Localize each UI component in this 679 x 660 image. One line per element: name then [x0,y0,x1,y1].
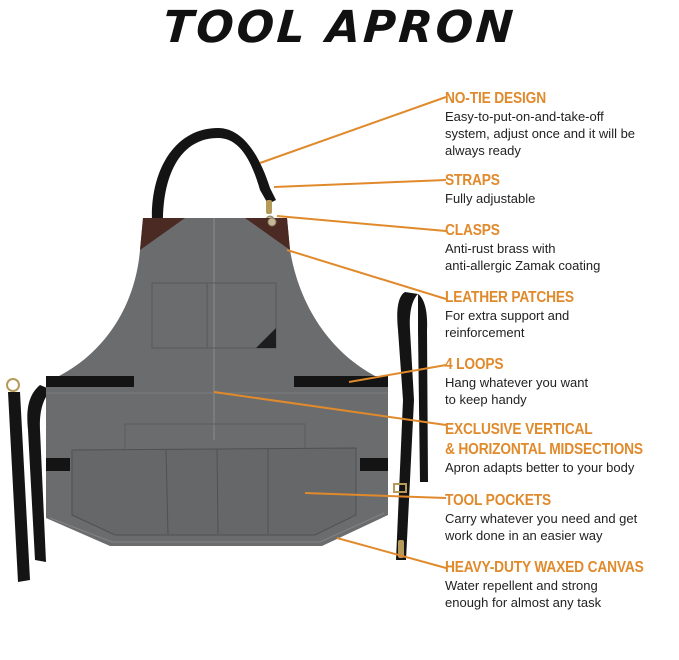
feature-heading: LEATHER PATCHES [445,289,574,306]
feature-desc: Easy-to-put-on-and-take-off system, adju… [445,109,636,158]
feature-desc: Water repellent and strong enough for al… [445,578,602,610]
feature-heading: 4 LOOPS [445,356,504,373]
feature-waxed-canvas: HEAVY-DUTY WAXED CANVAS Water repellent … [445,559,679,611]
feature-desc: Carry whatever you need and get work don… [445,511,638,543]
feature-heading: CLASPS [445,222,500,239]
feature-heading: & HORIZONTAL MIDSECTIONS [445,441,643,458]
feature-heading: STRAPS [445,172,500,189]
callout-line-loops [348,364,447,383]
callout-line-clasps [276,215,447,232]
feature-desc: Apron adapts better to your body [445,460,635,475]
feature-heading: TOOL POCKETS [445,492,551,509]
callout-line-midsections [213,391,447,426]
callout-line-pockets [304,492,447,499]
callout-line-canvas [336,537,447,569]
feature-straps: STRAPS Fully adjustable [445,172,679,207]
feature-4-loops: 4 LOOPS Hang whatever you want to keep h… [445,356,679,408]
apron-body [46,217,388,546]
feature-desc: Fully adjustable [445,191,536,206]
neck-strap [151,128,276,225]
feature-heading: HEAVY-DUTY WAXED CANVAS [445,559,644,576]
feature-tool-pockets: TOOL POCKETS Carry whatever you need and… [445,492,679,544]
feature-desc: Anti-rust brass with anti-allergic Zamak… [445,241,601,273]
callout-line-leather [286,249,447,300]
left-waist-strap [6,378,52,582]
callout-lines [213,96,447,569]
feature-heading: EXCLUSIVE VERTICAL [445,421,593,438]
callout-line-straps [273,179,447,188]
right-waist-strap [393,292,428,560]
callout-line-no-tie [259,96,447,164]
feature-midsections: EXCLUSIVE VERTICAL & HORIZONTAL MIDSECTI… [445,421,679,476]
feature-heading: NO-TIE DESIGN [445,90,546,107]
feature-desc: For extra support and reinforcement [445,308,570,340]
feature-leather-patches: LEATHER PATCHES For extra support and re… [445,289,679,341]
feature-no-tie-design: NO-TIE DESIGN Easy-to-put-on-and-take-of… [445,90,679,159]
feature-desc: Hang whatever you want to keep handy [445,375,589,407]
feature-clasps: CLASPS Anti-rust brass with anti-allergi… [445,222,679,274]
